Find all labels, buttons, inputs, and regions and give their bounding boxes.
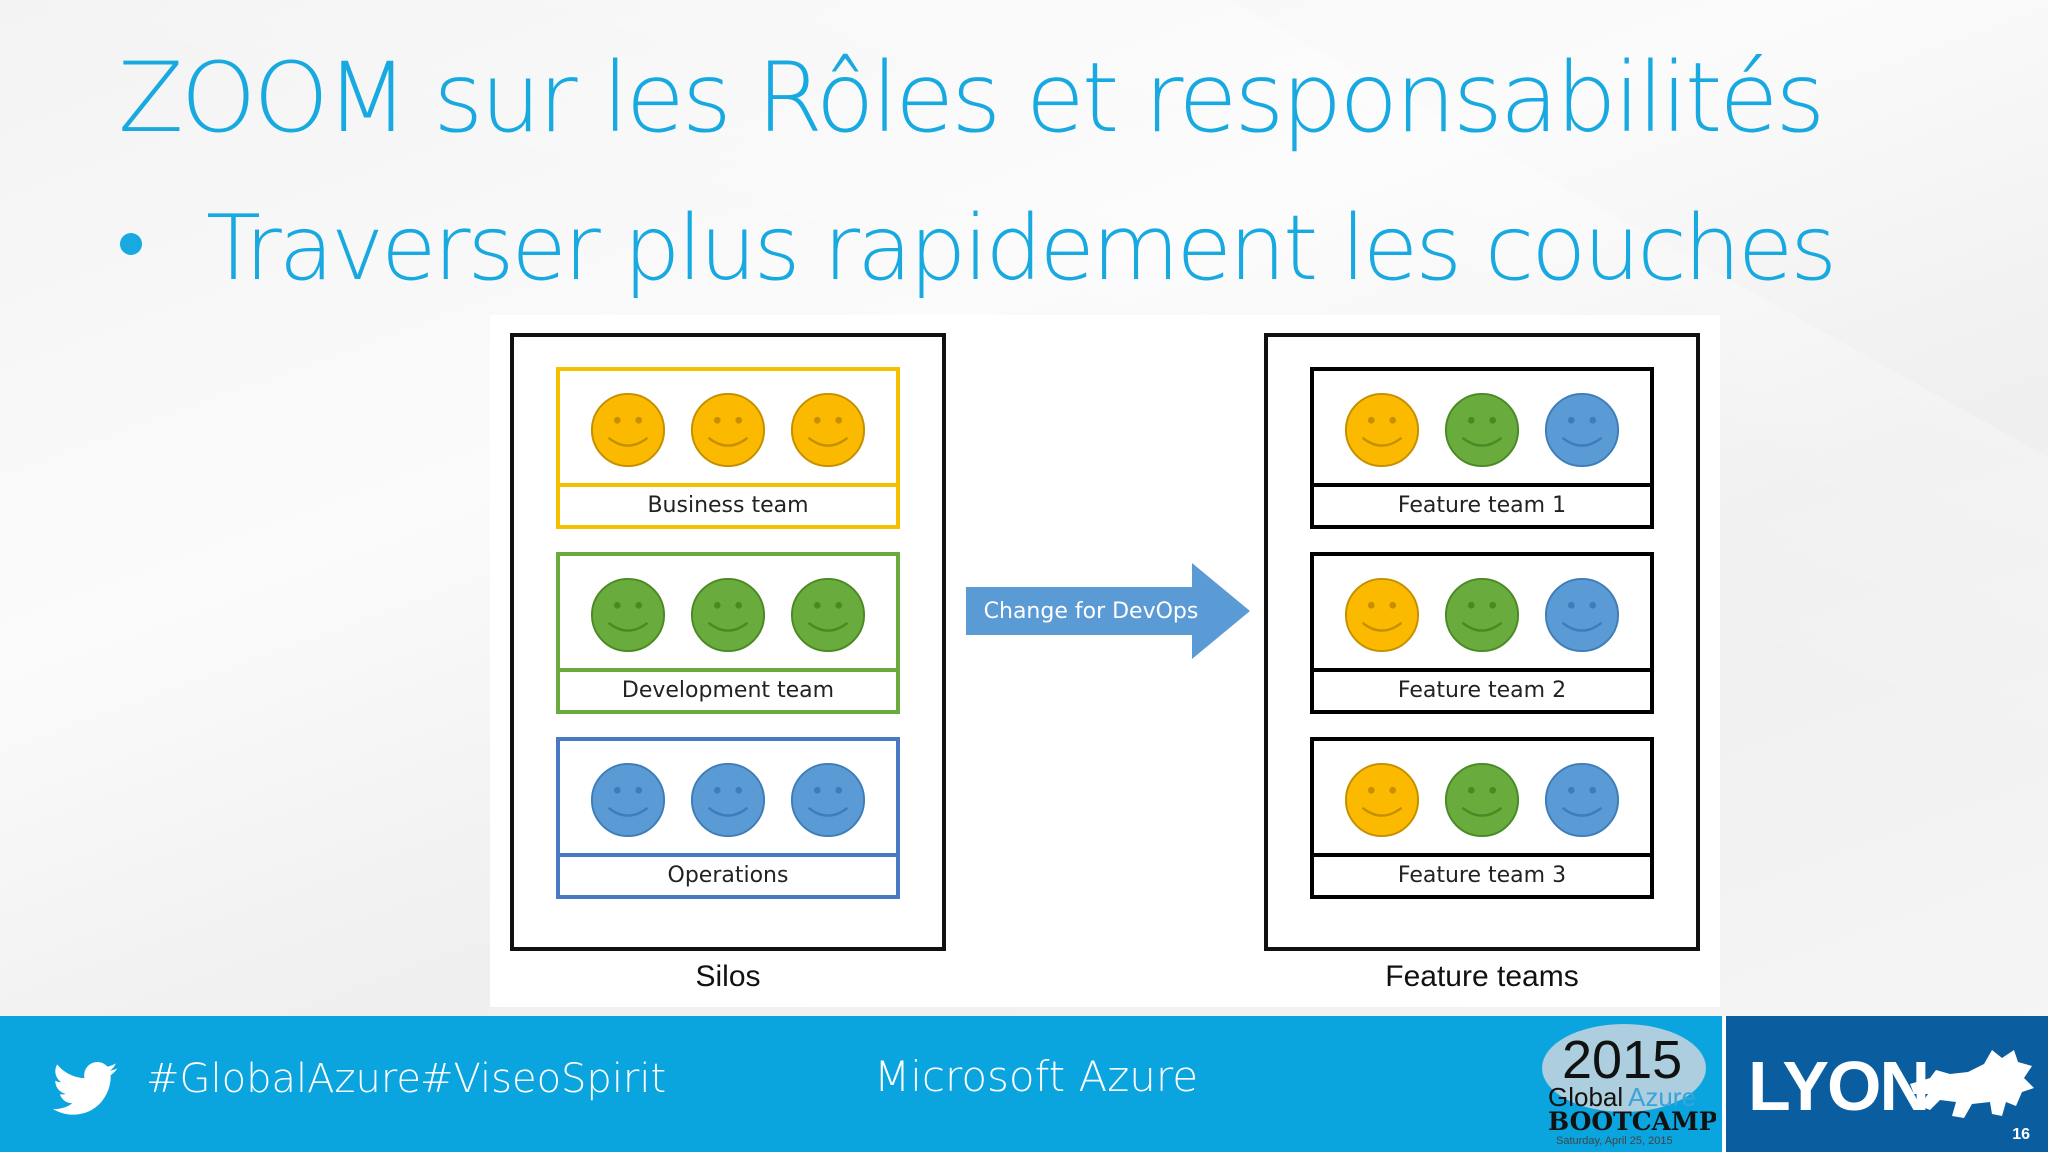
bootcamp-azure: Azure [1628,1082,1696,1112]
team-faces [560,371,896,488]
silo-team-box: Operations [556,737,900,899]
hashtag-viseospirit: #ViseoSpirit [420,1056,667,1102]
yellow-smiley-face-icon [590,392,666,467]
yellow-smiley-face-icon [1344,392,1420,467]
team-label: Development team [560,668,896,710]
yellow-smiley-face-icon [790,392,866,467]
yellow-smiley-face-icon [1344,577,1420,652]
city-name: LYON [1748,1047,1930,1125]
bootcamp-title: BOOTCAMP [1548,1107,1716,1136]
team-faces [1314,556,1650,673]
hashtag-globalazure: #GlobalAzure [146,1056,421,1102]
blue-smiley-face-icon [590,762,666,837]
change-arrow: Change for DevOps [966,563,1250,659]
bootcamp-global: Global [1548,1082,1623,1112]
blue-smiley-face-icon [1544,392,1620,467]
bullet-text: Traverser plus rapidement les couches [206,196,1837,301]
bullet-item: Traverser plus rapidement les couches [120,196,1837,301]
team-faces [560,556,896,673]
footer-bar: #GlobalAzure #ViseoSpirit Microsoft Azur… [0,1016,2048,1152]
blue-smiley-face-icon [1544,577,1620,652]
bootcamp-year: 2015 [1562,1030,1682,1090]
arrow-right-icon [966,563,1250,659]
team-label: Feature team 3 [1314,853,1650,895]
city-panel: LYON 16 [1722,1016,2048,1152]
slide-title: ZOOM sur les Rôles et responsabilités [118,42,1825,154]
page-number: 16 [2012,1126,2030,1143]
green-smiley-face-icon [790,577,866,652]
bootcamp-date: Saturday, April 25, 2015 [1556,1135,1673,1147]
yellow-smiley-face-icon [690,392,766,467]
green-smiley-face-icon [1444,392,1520,467]
arrow-label: Change for DevOps [983,598,1199,624]
green-smiley-face-icon [690,577,766,652]
footer-center-text: Microsoft Azure [874,1052,1199,1101]
lion-icon [1910,1050,2034,1118]
green-smiley-face-icon [590,577,666,652]
feature-teams-container: Feature team 1 Feature team 2 Feature team… [1264,333,1700,951]
bullet-dot-icon [120,233,142,255]
silo-team-box: Business team [556,367,900,529]
team-faces [1314,371,1650,488]
feature-team-box: Feature team 3 [1310,737,1654,899]
team-label: Feature team 1 [1314,483,1650,525]
feature-teams-caption: Feature teams [1385,960,1579,993]
silo-team-box: Development team [556,552,900,714]
blue-smiley-face-icon [790,762,866,837]
blue-smiley-face-icon [1544,762,1620,837]
green-smiley-face-icon [1444,577,1520,652]
team-label: Business team [560,483,896,525]
team-faces [1314,741,1650,858]
global-azure-bootcamp-logo: 2015 Global Azure BOOTCAMP Saturday, Apr… [1542,1024,1716,1147]
team-faces [560,741,896,858]
team-label: Feature team 2 [1314,668,1650,710]
feature-team-box: Feature team 1 [1310,367,1654,529]
silos-caption: Silos [695,960,761,993]
blue-smiley-face-icon [690,762,766,837]
yellow-smiley-face-icon [1344,762,1420,837]
twitter-bird-icon [52,1062,118,1115]
green-smiley-face-icon [1444,762,1520,837]
team-label: Operations [560,853,896,895]
feature-team-box: Feature team 2 [1310,552,1654,714]
